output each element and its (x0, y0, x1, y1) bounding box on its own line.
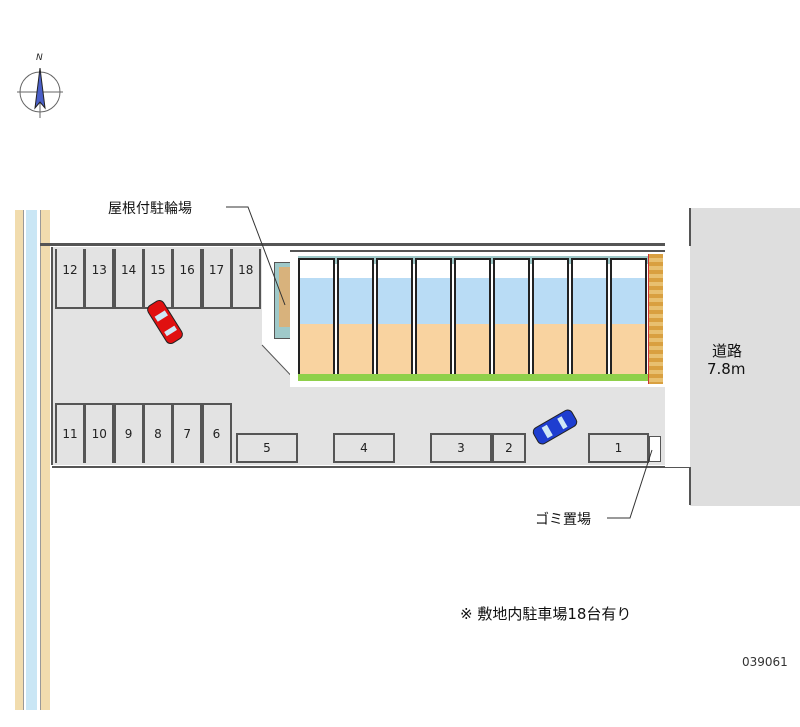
parking-space-17: 17 (201, 249, 232, 309)
space-number: 16 (179, 263, 195, 277)
space-number: 8 (154, 427, 162, 441)
parking-space-1: 1 (588, 433, 649, 463)
parking-space-6: 6 (201, 403, 232, 463)
parking-space-14: 14 (113, 249, 144, 309)
parking-space-5: 5 (236, 433, 298, 463)
apartment-unit (532, 258, 569, 378)
apartment-unit (610, 258, 647, 378)
parking-space-16: 16 (172, 249, 203, 309)
parking-space-11: 11 (55, 403, 85, 463)
parking-note: ※ 敷地内駐車場18台有り (460, 605, 632, 623)
path-strip-right (40, 210, 50, 710)
path-strip-left (15, 210, 24, 710)
apartment-building (290, 250, 665, 387)
blue-car-icon (532, 409, 578, 445)
space-number: 3 (457, 441, 465, 455)
space-number: 2 (505, 441, 513, 455)
space-number: 11 (62, 427, 78, 441)
parking-space-2: 2 (492, 433, 526, 463)
apartment-unit (454, 258, 491, 378)
bike-parking-label: 屋根付駐輪場 (108, 201, 192, 217)
space-number: 1 (614, 441, 623, 455)
apartment-unit (493, 258, 530, 378)
parking-space-13: 13 (84, 249, 115, 309)
space-number: 18 (238, 263, 254, 277)
property-code: 039061 (742, 655, 788, 669)
apartment-unit (415, 258, 452, 378)
water-channel (26, 210, 37, 710)
parking-space-9: 9 (113, 403, 144, 463)
space-number: 10 (91, 427, 107, 441)
parking-space-12: 12 (55, 249, 85, 309)
space-number: 12 (62, 263, 78, 277)
garbage-box (649, 436, 661, 462)
space-number: 6 (212, 427, 221, 441)
road-label: 道路 (712, 342, 743, 360)
road-width: 7.8m (707, 360, 746, 378)
parking-space-4: 4 (333, 433, 395, 463)
parking-space-18: 18 (230, 249, 261, 309)
space-number: 17 (208, 263, 225, 277)
space-number: 4 (360, 441, 368, 455)
apartment-unit (376, 258, 413, 378)
space-number: 5 (263, 441, 271, 455)
red-car-icon (147, 299, 183, 345)
parking-space-3: 3 (430, 433, 492, 463)
parking-space-8: 8 (142, 403, 173, 463)
space-number: 13 (91, 263, 107, 277)
space-number: 7 (183, 427, 191, 441)
space-number: 9 (124, 427, 133, 441)
compass-icon: N (17, 53, 63, 118)
parking-space-7: 7 (172, 403, 203, 463)
road (690, 208, 800, 506)
garbage-label: ゴミ置場 (535, 512, 591, 528)
north-label: N (36, 53, 43, 63)
apartment-unit (298, 258, 335, 378)
fence (648, 254, 663, 384)
space-number: 14 (120, 263, 137, 277)
apartment-unit (337, 258, 374, 378)
apartment-unit (571, 258, 608, 378)
parking-space-10: 10 (84, 403, 115, 463)
space-number: 15 (150, 263, 166, 277)
